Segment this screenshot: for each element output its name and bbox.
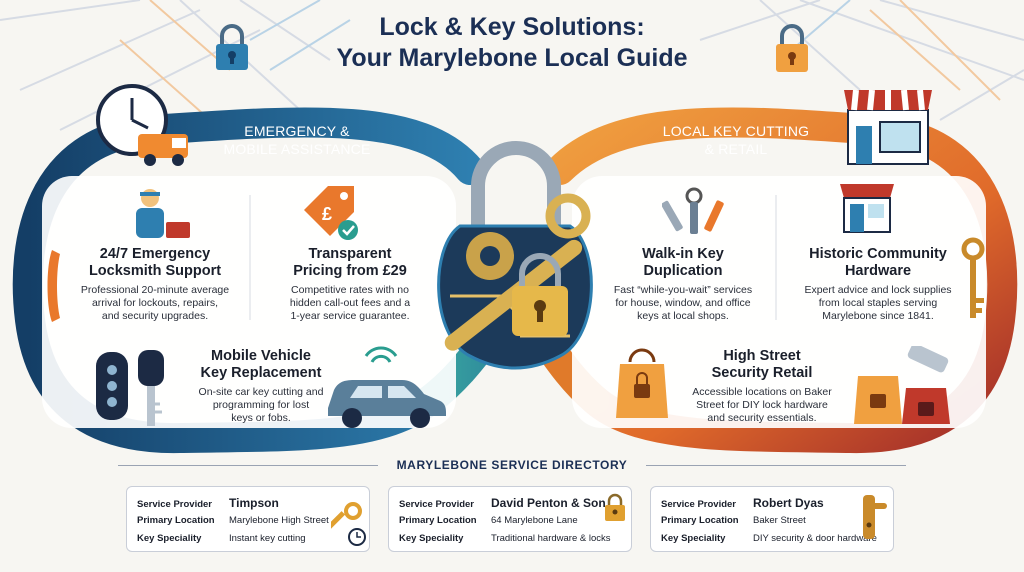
central-padlock-key-icon (437, 141, 593, 370)
provider-name: Robert Dyas (753, 496, 824, 510)
key-clock-icon (331, 502, 366, 546)
body-line: Marylebone since 1841. (822, 310, 934, 322)
body-line: Fast “while-you-wait” services (613, 284, 753, 296)
car-icon (328, 346, 446, 428)
phone-icon (47, 250, 60, 322)
key-cutting-retail-label: LOCAL KEY CUTTING & RETAIL (636, 122, 836, 158)
body-line: and security upgrades. (101, 310, 209, 322)
emergency-mobile-label: EMERGENCY & MOBILE ASSISTANCE (202, 122, 392, 158)
page-title: Lock & Key Solutions: Your Marylebone Lo… (262, 12, 762, 74)
skeleton-key-icon (961, 237, 985, 318)
padlock-icon (216, 24, 248, 70)
speciality-value: DIY security & door hardware (753, 533, 877, 544)
left-label-line-2: MOBILE ASSISTANCE (223, 141, 371, 157)
title-line-2: Your Marylebone Local Guide (336, 44, 688, 72)
heading-line: Historic Community (809, 246, 947, 262)
location-label: Primary Location (661, 515, 739, 526)
body-line: programming for lost (212, 399, 310, 411)
title-line-1: Lock & Key Solutions: (379, 13, 645, 41)
provider-label: Service Provider (399, 499, 474, 510)
heading-line: Pricing from £29 (293, 263, 407, 279)
body-line: Street for DIY lock hardware (696, 399, 828, 411)
body-line: Expert advice and lock supplies (804, 284, 952, 296)
body-line: and security essentials. (707, 412, 817, 424)
body-line: Competitive rates with no (291, 284, 409, 296)
locksmith-worker-icon (136, 189, 190, 238)
right-label-line-2: & RETAIL (704, 141, 768, 157)
key-bunch-icon (662, 187, 724, 234)
directory-card-david-penton: Service Provider David Penton & Son Prima… (388, 486, 632, 552)
shopping-bag-icon (616, 348, 668, 418)
provider-name: David Penton & Son (491, 496, 606, 510)
body-line: keys at local shops. (637, 310, 729, 322)
location-label: Primary Location (399, 515, 477, 526)
directory-divider (118, 465, 378, 466)
body-line: hidden call-out fees and a (289, 297, 411, 309)
heading-line: Hardware (844, 263, 912, 279)
heading-line: Locksmith Support (88, 263, 222, 279)
provider-name: Timpson (229, 496, 279, 510)
location-value: Marylebone High Street (229, 515, 329, 526)
heading-line: High Street (723, 348, 801, 364)
body-line: from local staples serving (818, 297, 938, 309)
hardware-store-icon (840, 184, 894, 233)
body-line: 1-year service guarantee. (290, 310, 410, 322)
directory-title: MARYLEBONE SERVICE DIRECTORY (396, 458, 628, 472)
price-tag-icon: £ (304, 186, 358, 240)
heading-line: Walk-in Key (642, 246, 724, 262)
left-label-line-1: EMERGENCY & (244, 123, 350, 139)
directory-divider (646, 465, 906, 466)
heading-line: Duplication (643, 263, 723, 279)
body-line: arrival for lockouts, repairs, (91, 297, 219, 309)
body-line: for house, window, and office (615, 297, 751, 309)
speciality-label: Key Speciality (399, 533, 464, 544)
speciality-label: Key Speciality (661, 533, 726, 544)
heading-line: Security Retail (711, 365, 813, 381)
speciality-value: Traditional hardware & locks (491, 533, 611, 544)
location-label: Primary Location (137, 515, 215, 526)
heading-line: 24/7 Emergency (99, 246, 211, 262)
heading-line: Transparent (308, 246, 392, 262)
shop-icon (844, 89, 932, 165)
body-line: On-site car key cutting and (198, 386, 324, 398)
padlock-icon (605, 493, 625, 521)
heading-line: Key Replacement (200, 365, 322, 381)
body-line: Professional 20-minute average (80, 284, 230, 296)
speciality-value: Instant key cutting (229, 533, 306, 544)
body-line: Accessible locations on Baker (692, 386, 832, 398)
padlock-icon (776, 24, 808, 72)
location-value: Baker Street (753, 515, 806, 526)
directory-card-robert-dyas: Service Provider Robert Dyas Primary Loca… (650, 486, 894, 552)
clock-van-icon (96, 84, 188, 166)
security-camera-bags-icon (854, 346, 950, 424)
heading-line: Mobile Vehicle (211, 348, 311, 364)
svg-text:£: £ (322, 204, 332, 224)
provider-label: Service Provider (137, 499, 212, 510)
car-key-fob-icon (96, 350, 164, 426)
body-line: keys or fobs. (231, 412, 291, 424)
speciality-label: Key Speciality (137, 533, 202, 544)
location-value: 64 Marylebone Lane (491, 515, 578, 526)
right-label-line-1: LOCAL KEY CUTTING (662, 123, 810, 139)
directory-card-timpson: Service Provider Timpson Primary Location… (126, 486, 370, 552)
provider-label: Service Provider (661, 499, 736, 510)
door-handle-icon (863, 495, 887, 539)
